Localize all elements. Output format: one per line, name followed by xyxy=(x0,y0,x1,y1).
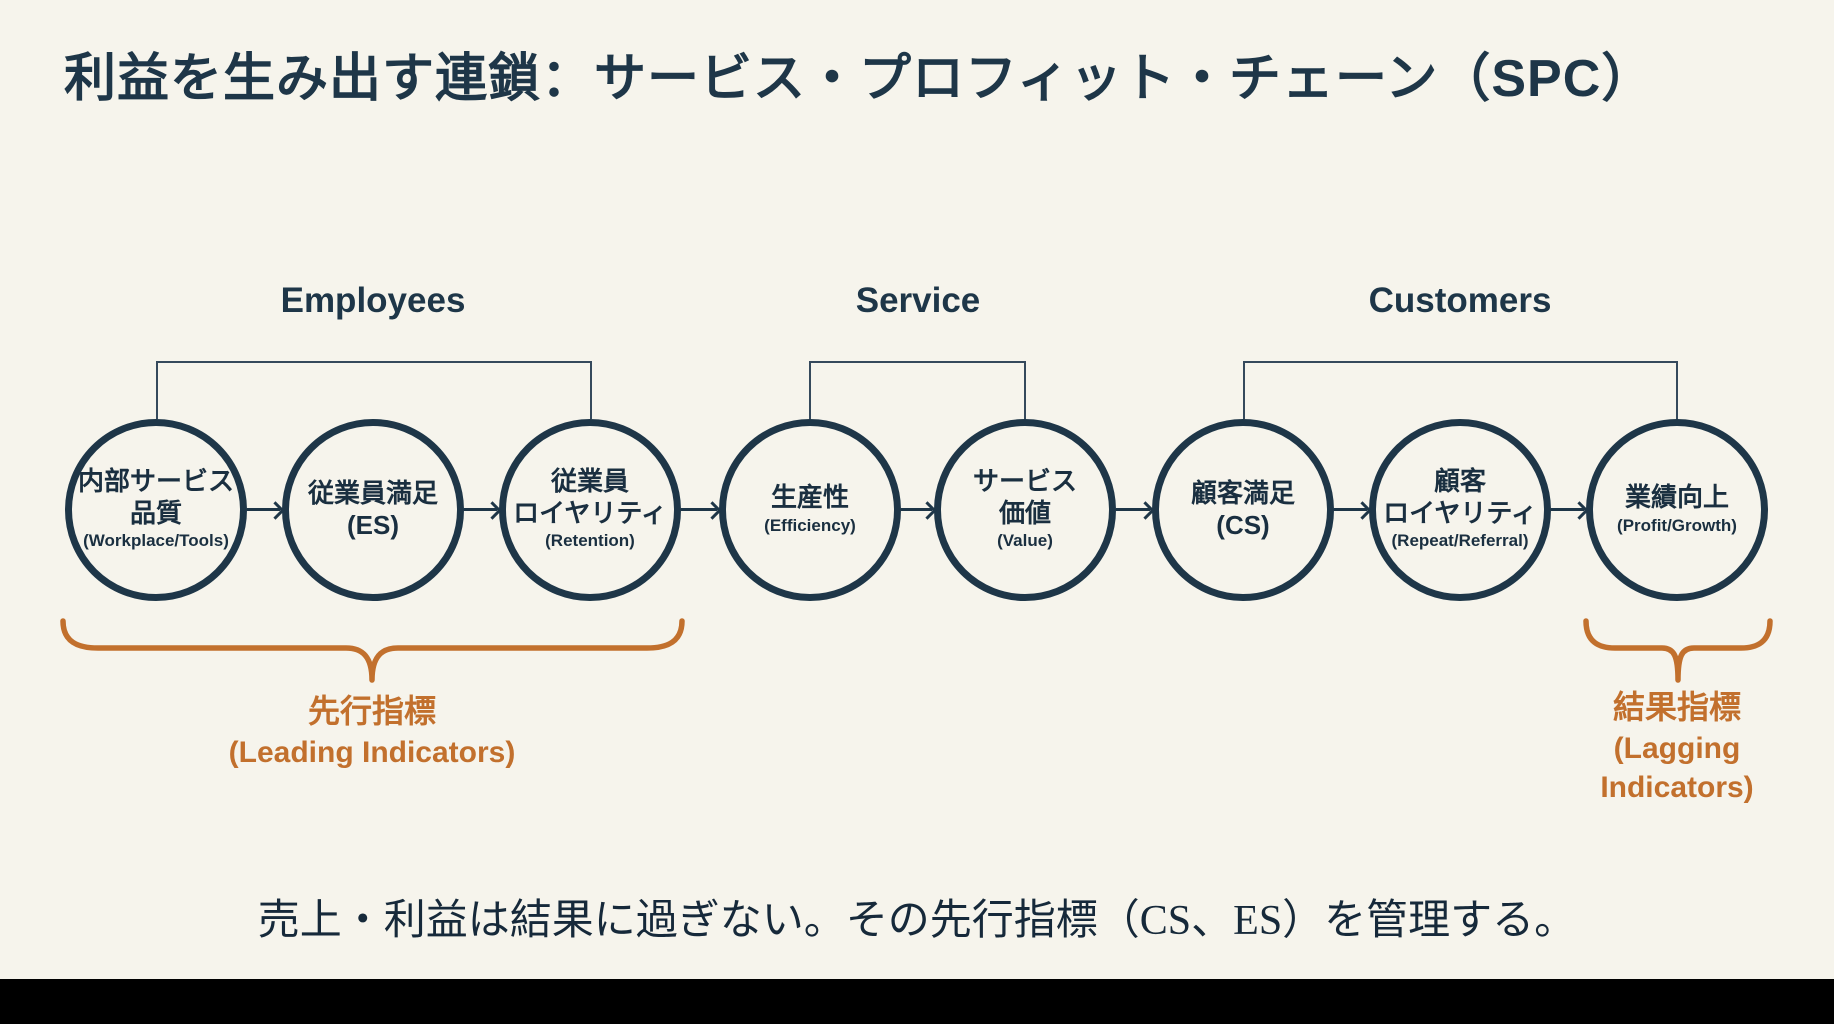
group-bracket-service xyxy=(809,361,1026,419)
node-label-jp: ロイヤリティ xyxy=(513,497,667,528)
letterbox-bar xyxy=(0,979,1834,1024)
lagging-indicators-label: 結果指標 (Lagging Indicators) xyxy=(1552,686,1802,807)
flow-arrow-icon xyxy=(464,508,497,511)
node-label-en: (Retention) xyxy=(545,531,635,551)
leading-label-jp: 先行指標 xyxy=(307,693,436,729)
node-label-en: (Repeat/Referral) xyxy=(1391,531,1529,551)
flow-arrow-icon xyxy=(681,508,717,511)
node-label-jp: 価値 xyxy=(998,497,1051,528)
flow-arrow-icon xyxy=(247,508,280,511)
node-employee-loyalty: 従業員 ロイヤリティ (Retention) xyxy=(499,419,681,601)
node-label-en: (Value) xyxy=(997,531,1053,551)
node-customer-satisfaction: 顧客満足 (CS) xyxy=(1152,419,1334,601)
group-bracket-employees xyxy=(156,361,592,419)
flow-arrow-icon xyxy=(1116,508,1150,511)
node-label-en: (Efficiency) xyxy=(764,515,856,535)
node-business-growth: 業績向上 (Profit/Growth) xyxy=(1586,419,1768,601)
node-label-jp: (CS) xyxy=(1216,510,1270,540)
node-label-jp: 内部サービス xyxy=(77,465,234,496)
node-productivity: 生産性 (Efficiency) xyxy=(719,419,901,601)
group-header-service: Service xyxy=(855,281,981,320)
node-label-jp: 業績向上 xyxy=(1624,481,1729,512)
node-internal-service-quality: 内部サービス 品質 (Workplace/Tools) xyxy=(65,419,247,601)
group-bracket-customers xyxy=(1243,361,1678,419)
group-header-employees: Employees xyxy=(280,281,466,320)
flow-arrow-icon xyxy=(1551,508,1584,511)
flow-arrow-icon xyxy=(1334,508,1367,511)
node-label-jp: サービス xyxy=(972,465,1077,496)
node-customer-loyalty: 顧客 ロイヤリティ (Repeat/Referral) xyxy=(1369,419,1551,601)
flow-arrow-icon xyxy=(901,508,932,511)
slide-canvas: 利益を生み出す連鎖：サービス・プロフィット・チェーン（SPC） Employee… xyxy=(0,0,1834,979)
node-label-jp: (ES) xyxy=(347,510,399,540)
page-title: 利益を生み出す連鎖：サービス・プロフィット・チェーン（SPC） xyxy=(64,50,1655,108)
node-service-value: サービス 価値 (Value) xyxy=(934,419,1116,601)
node-label-jp: 顧客 xyxy=(1433,465,1486,496)
leading-brace-icon xyxy=(60,618,685,688)
lagging-label-jp: 結果指標 xyxy=(1612,689,1741,725)
node-label-jp: 顧客満足 xyxy=(1190,478,1295,509)
lagging-brace-icon xyxy=(1583,618,1773,688)
node-label-jp: 従業員 xyxy=(550,465,629,496)
leading-indicators-label: 先行指標 (Leading Indicators) xyxy=(122,690,622,774)
node-label-jp: ロイヤリティ xyxy=(1383,497,1537,528)
node-label-en: (Workplace/Tools) xyxy=(83,531,229,551)
node-label-en: (Profit/Growth) xyxy=(1617,515,1737,535)
node-label-jp: 従業員満足 xyxy=(307,478,438,509)
lagging-label-en: (Lagging Indicators) xyxy=(1600,732,1754,805)
group-header-customers: Customers xyxy=(1368,281,1552,320)
node-label-jp: 品質 xyxy=(129,497,182,528)
node-employee-satisfaction: 従業員満足 (ES) xyxy=(282,419,464,601)
key-message: 売上・利益は結果に過ぎない。その先行指標（CS、ES）を管理する。 xyxy=(257,898,1577,944)
leading-label-en: (Leading Indicators) xyxy=(228,736,516,770)
node-label-jp: 生産性 xyxy=(770,481,849,512)
